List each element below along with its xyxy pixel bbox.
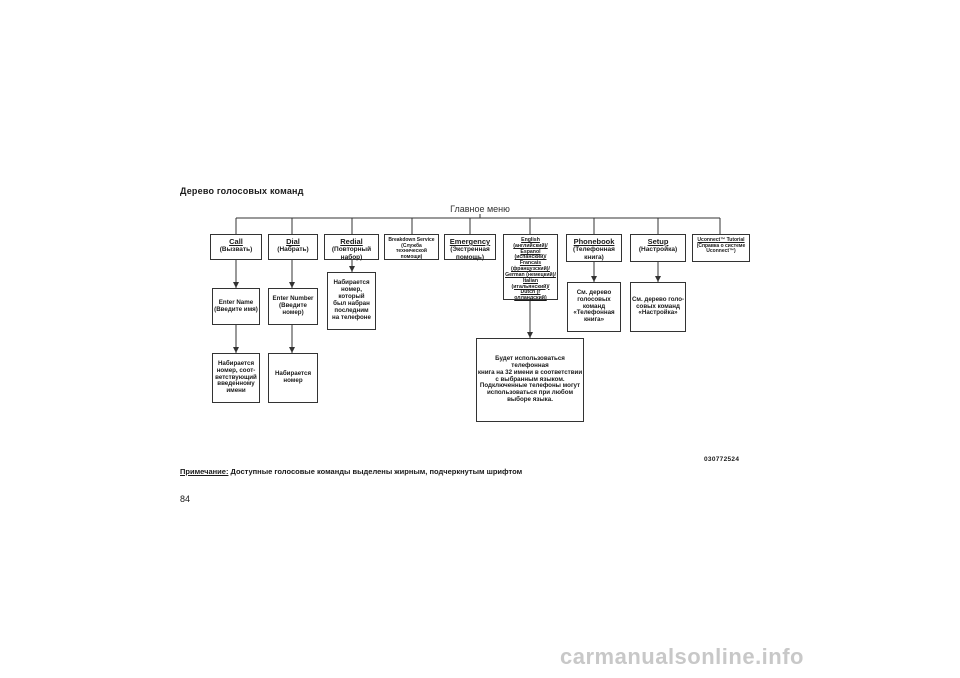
setup-box: Setup (Настройка) [630, 234, 686, 262]
dial-result-label: Набирается номер [274, 370, 312, 384]
call-box: Call (Вызвать) [210, 234, 262, 260]
call-result-box: Набирается номер, соот- ветствующий введ… [212, 353, 260, 403]
enter-number-box: Enter Number (Введите номер) [268, 288, 318, 325]
emergency-box: Emergency (Экстренная помощь) [444, 234, 496, 261]
redial-label: Redial [340, 237, 363, 246]
note-label: Примечание: [180, 467, 229, 476]
phonebook-sub: (Телефонная книга) [573, 246, 615, 261]
enter-number-label: Enter Number (Введите номер) [272, 295, 314, 316]
uconnect-tutorial-label: Uconnect™ Tutorial [697, 237, 745, 243]
call-result-label: Набирается номер, соот- ветствующий введ… [215, 359, 257, 395]
figure-code: 030772524 [704, 456, 740, 463]
setup-tree-box: См. дерево голо- совых команд «Настройка… [630, 282, 686, 332]
emergency-sub: (Экстренная помощь) [450, 246, 490, 261]
dial-result-box: Набирается номер [268, 353, 318, 403]
language-box: English (английский)/ Espanol (испанский… [503, 234, 558, 302]
redial-result-label: Набирается номер, который был набран пос… [332, 279, 371, 321]
enter-name-label: Enter Name (Введите имя) [214, 298, 258, 313]
language-result-box: Будет использоваться телефонная книга на… [476, 338, 584, 422]
emergency-label: Emergency [449, 237, 491, 246]
language-label: English (английский)/ Espanol (испанский… [505, 237, 556, 302]
phonebook-tree-label: См. дерево голосовых команд «Телефонная … [573, 288, 615, 324]
breakdown-service-label: Breakdown Service [388, 237, 435, 243]
note-text: Доступные голосовые команды выделены жир… [228, 467, 523, 476]
uconnect-tutorial-box: Uconnect™ Tutorial (Справка о системе Uc… [692, 234, 750, 262]
footer-watermark: carmanualsonline.info [560, 644, 804, 669]
call-sub: (Вызвать) [219, 246, 253, 254]
breakdown-service-box: Breakdown Service (Служба технической по… [384, 234, 439, 260]
call-label: Call [229, 237, 243, 246]
setup-sub: (Настройка) [638, 246, 678, 254]
uconnect-tutorial-sub: (Справка о системе Uconnect™) [696, 242, 746, 255]
dial-label: Dial [286, 237, 300, 246]
note: Примечание: Доступные голосовые команды … [180, 467, 522, 476]
redial-box: Redial (Повторный набор) [324, 234, 379, 261]
page-title: Дерево голосовых команд [180, 186, 304, 196]
phonebook-label: Phonebook [573, 237, 615, 246]
phonebook-box: Phonebook (Телефонная книга) [566, 234, 622, 262]
breakdown-service-sub: (Служба технической помощи) [395, 242, 427, 260]
dial-box: Dial (Набрать) [268, 234, 318, 260]
setup-tree-label: См. дерево голо- совых команд «Настройка… [631, 295, 685, 317]
setup-label: Setup [647, 237, 669, 246]
enter-name-box: Enter Name (Введите имя) [212, 288, 260, 325]
page-number: 84 [180, 494, 191, 504]
redial-result-box: Набирается номер, который был набран пос… [327, 272, 376, 330]
language-result-label: Будет использоваться телефонная книга на… [477, 354, 583, 404]
dial-sub: (Набрать) [277, 246, 309, 254]
redial-sub: (Повторный набор) [331, 246, 372, 261]
main-menu-label: Главное меню [450, 204, 510, 214]
phonebook-tree-box: См. дерево голосовых команд «Телефонная … [567, 282, 621, 332]
